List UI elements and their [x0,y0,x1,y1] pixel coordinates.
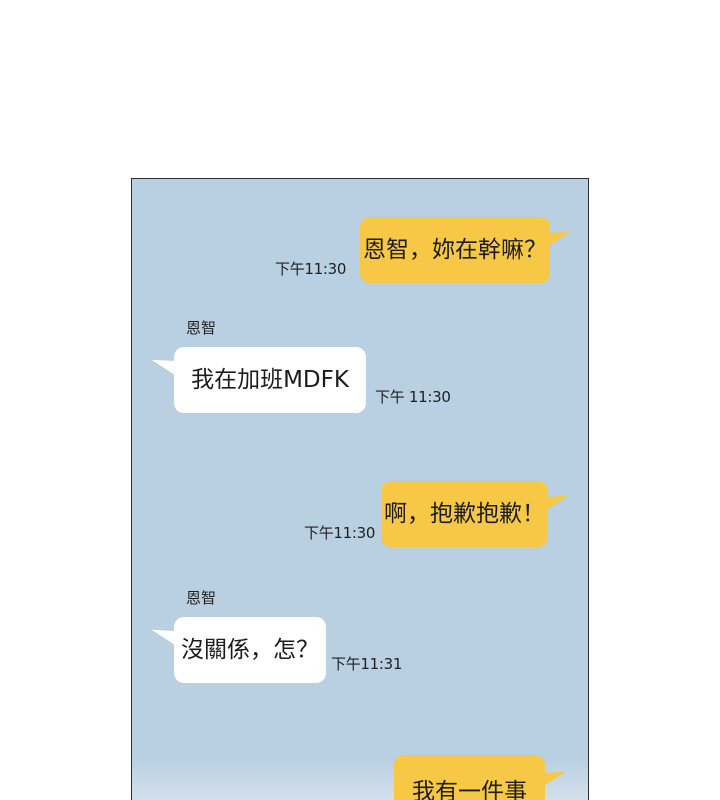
sender-name: 恩智 [186,589,217,607]
message-timestamp: 下午11:30 [275,260,347,278]
message-timestamp: 下午 11:30 [375,388,451,406]
message-timestamp: 下午11:30 [304,524,376,542]
incoming-message-bubble: 沒關係，怎？ [174,617,326,683]
message-text: 啊，抱歉抱歉！ [384,500,545,527]
message-text: 沒關係，怎？ [181,636,319,663]
message-text: 恩智，妳在幹嘛？ [363,236,547,263]
message-text: 我在加班MDFK [191,366,349,393]
outgoing-message-bubble: 恩智，妳在幹嘛？ [360,217,550,283]
message-text: 我有一件事 [412,779,527,800]
message-timestamp: 下午11:31 [331,655,403,673]
sender-name: 恩智 [186,319,217,337]
incoming-message-bubble: 我在加班MDFK [174,347,366,413]
outgoing-message-bubble: 我有一件事 [394,755,545,800]
chat-panel: 恩智，妳在幹嘛？ 下午11:30 恩智 我在加班MDFK 下午 11:30 啊，… [131,178,589,800]
outgoing-message-bubble: 啊，抱歉抱歉！ [381,481,548,547]
